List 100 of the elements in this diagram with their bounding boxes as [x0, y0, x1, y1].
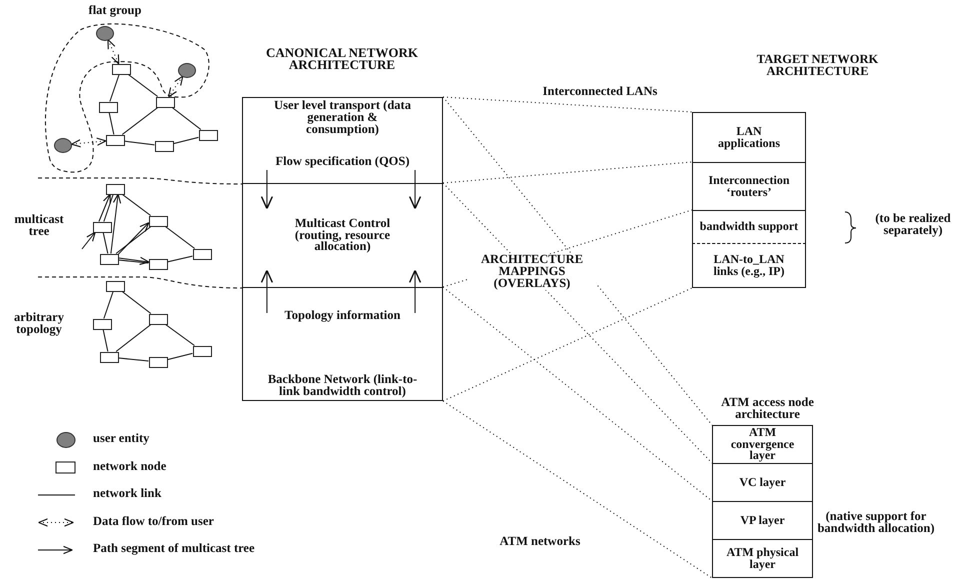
arrow — [408, 270, 422, 314]
layer-band — [712, 463, 813, 502]
arrow — [408, 170, 422, 210]
stack-heading: CANONICAL NETWORK ARCHITECTURE — [264, 47, 420, 72]
group-label: multicast tree — [13, 214, 65, 238]
network-node-box — [192, 346, 212, 356]
section-heading: ARCHITECTURE MAPPINGS (OVERLAYS) — [468, 254, 596, 290]
layer-band — [242, 97, 443, 184]
layer-text: User level transport (data generation & consumption) — [273, 100, 412, 136]
network-node-box — [148, 356, 168, 368]
layer-text: LAN applications — [716, 126, 781, 149]
layer-text: Backbone Network (link-to-link bandwidth control) — [268, 374, 418, 398]
arrow — [260, 170, 274, 210]
network-node-box — [106, 134, 124, 146]
legend-label: user entity — [93, 433, 150, 445]
layer-band — [242, 183, 443, 288]
layer-band — [242, 287, 443, 401]
user-entity-circle — [178, 62, 196, 78]
dotted-line — [442, 400, 712, 578]
arrow — [118, 256, 150, 265]
double-arrow — [107, 39, 120, 64]
layer-text: bandwidth support — [700, 221, 798, 233]
link-line — [173, 136, 199, 144]
network-node-box — [148, 314, 168, 324]
note-text: (to be realized separately) — [874, 213, 952, 237]
layer-text: ATM physical layer — [725, 547, 800, 570]
layer-text: VC layer — [739, 476, 786, 488]
link-line — [124, 140, 155, 146]
network-node-box — [154, 140, 174, 152]
layer-band — [692, 112, 806, 163]
network-node-box — [106, 280, 124, 292]
legend-label: network link — [93, 488, 162, 500]
stack-heading: ATM access node architecture — [720, 397, 815, 421]
group-label: arbitrary topology — [13, 312, 65, 336]
arrow — [118, 222, 150, 255]
link-line — [122, 194, 152, 216]
network-node-box — [192, 248, 212, 260]
group-label: flat group — [88, 5, 142, 17]
dotted-line — [442, 96, 692, 112]
user-entity-circle — [96, 26, 114, 40]
dotted-line — [442, 182, 712, 464]
link-line — [118, 259, 149, 264]
dotted-line — [442, 162, 692, 184]
link-line — [116, 324, 152, 352]
link-line — [102, 329, 108, 352]
link-line — [172, 107, 202, 130]
network-node-box — [92, 318, 112, 330]
layer-text: Multicast Control (routing, resource allocation) — [294, 218, 392, 254]
link-line — [102, 232, 108, 254]
double-arrow — [70, 138, 106, 148]
link-line — [103, 291, 114, 319]
link-line — [103, 194, 114, 222]
layer-band — [692, 210, 806, 244]
network-node-box — [98, 102, 118, 112]
network-node-box — [92, 222, 112, 232]
arrow — [98, 194, 111, 222]
network-node-box — [148, 258, 168, 270]
link-line — [122, 291, 152, 314]
layer-text: Flow specification (QOS) — [275, 156, 410, 168]
link-line — [118, 357, 149, 362]
legend-label: network node — [93, 460, 166, 472]
network-node-box — [100, 352, 118, 362]
link-line — [164, 226, 196, 249]
network-node-box — [106, 184, 124, 194]
layer-text: LAN-to_LAN links (e.g., IP) — [712, 254, 786, 277]
link-line — [109, 74, 120, 102]
network-node-box — [198, 130, 218, 140]
link-line — [122, 107, 158, 135]
link-line — [128, 74, 158, 97]
layer-band — [712, 501, 813, 540]
dotted-line — [442, 286, 712, 502]
legend-label: Path segment of multicast tree — [93, 543, 255, 555]
note-text: (native support for bandwidth allocation) — [816, 511, 936, 535]
network-node-box — [148, 216, 168, 226]
link-line — [165, 324, 195, 346]
stack-heading: TARGET NETWORK ARCHITECTURE — [756, 54, 880, 78]
layer-band — [712, 539, 813, 578]
layer-text: Topology information — [284, 310, 400, 322]
legend-label: Data flow to/from user — [93, 516, 214, 528]
network-node-box — [156, 96, 174, 108]
layer-band — [692, 243, 806, 288]
layer-text: VP layer — [740, 514, 785, 526]
layer-band — [692, 162, 806, 211]
network-node-box — [112, 64, 130, 74]
arrow — [260, 270, 274, 314]
dotted-line — [442, 288, 692, 402]
layer-text: ATM convergence layer — [730, 427, 796, 462]
link-line — [167, 256, 193, 262]
arrow — [82, 232, 96, 250]
link-line — [108, 112, 114, 135]
dotted-line — [442, 96, 712, 426]
network-node-box — [100, 254, 118, 264]
link-line — [116, 226, 152, 254]
layer-band — [712, 425, 813, 464]
network-label: ATM networks — [498, 536, 582, 548]
user-entity-circle — [54, 138, 72, 152]
link-line — [167, 352, 193, 360]
double-arrow — [168, 76, 184, 98]
arrow — [110, 194, 122, 254]
layer-text: Interconnection ‘routers’ — [707, 175, 791, 198]
